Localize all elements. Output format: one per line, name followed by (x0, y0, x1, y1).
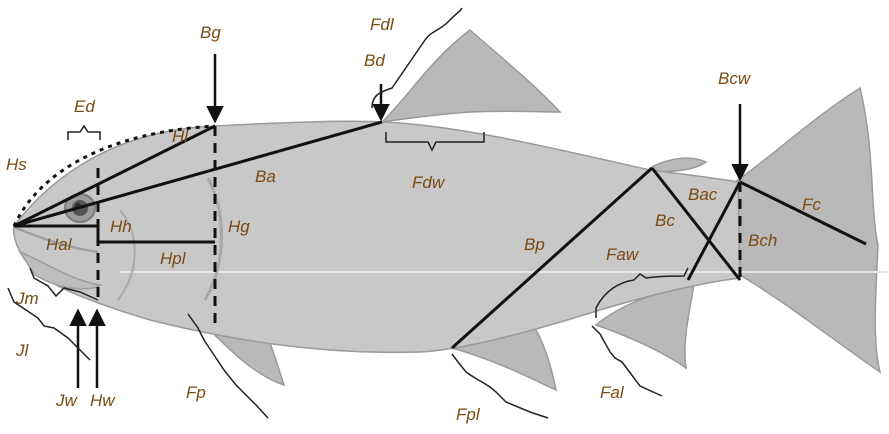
label-fdl: Fdl (370, 15, 395, 34)
label-ba: Ba (255, 167, 276, 186)
label-fp: Fp (186, 383, 206, 402)
label-faw: Faw (606, 245, 640, 264)
label-jw: Jw (55, 391, 79, 410)
label-fdw: Fdw (412, 173, 446, 192)
label-ed: Ed (74, 97, 95, 116)
dorsal-fin (382, 30, 560, 122)
label-hw: Hw (90, 391, 116, 410)
label-fpl: Fpl (456, 405, 481, 424)
label-hg: Hg (228, 217, 250, 236)
brace-ed (68, 126, 100, 140)
adipose-fin (650, 158, 706, 172)
label-bc: Bc (655, 211, 675, 230)
label-bch: Bch (748, 231, 777, 250)
label-hs: Hs (6, 155, 27, 174)
label-bcw: Bcw (718, 69, 752, 88)
label-hpl: Hpl (160, 249, 187, 268)
label-jl: Jl (15, 341, 30, 360)
label-bp: Bp (524, 235, 545, 254)
label-bd: Bd (364, 51, 385, 70)
label-bg: Bg (200, 23, 221, 42)
label-jm: Jm (15, 289, 39, 308)
label-bac: Bac (688, 185, 718, 204)
label-hh: Hh (110, 217, 132, 236)
caudal-fin (735, 88, 880, 372)
label-fal: Fal (600, 383, 625, 402)
label-fc: Fc (802, 195, 821, 214)
label-hl: Hl (172, 127, 189, 146)
label-hal: Hal (46, 235, 73, 254)
